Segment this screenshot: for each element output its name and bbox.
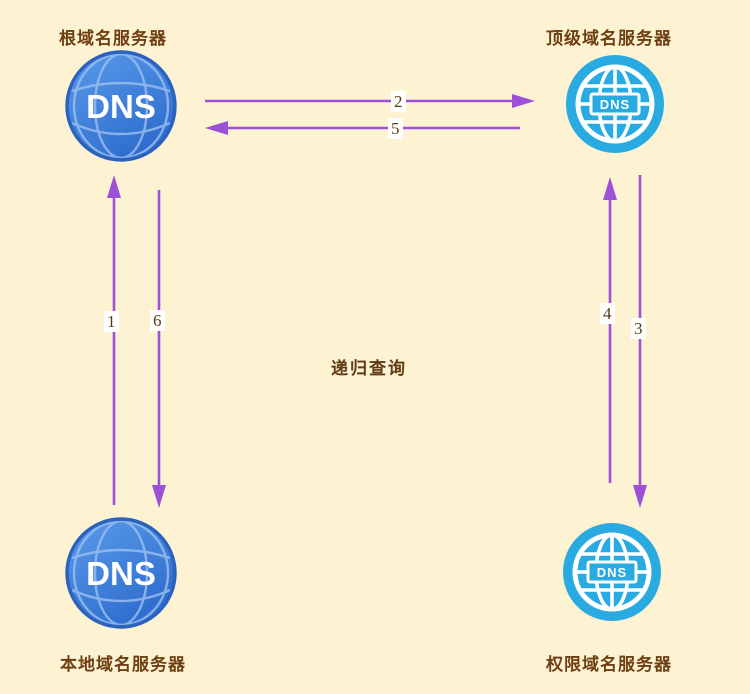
auth-dns-icon-text: DNS: [597, 565, 627, 580]
label-local-dns-server: 本地域名服务器: [60, 655, 186, 674]
label-tld-dns-server: 顶级域名服务器: [546, 29, 672, 48]
root-dns-globe-icon: DNS: [65, 50, 177, 162]
flow-number-2: 2: [391, 91, 406, 112]
flow-number-3: 3: [631, 318, 646, 339]
label-root-dns-server: 根域名服务器: [59, 29, 167, 48]
root-dns-icon-text: DNS: [86, 88, 156, 125]
flow-number-4: 4: [600, 303, 615, 324]
flow-number-6: 6: [150, 310, 165, 331]
diagram-title: 递归查询: [331, 359, 407, 378]
tld-dns-globe-icon: DNS: [566, 55, 664, 153]
flow-number-5: 5: [388, 118, 403, 139]
label-auth-dns-server: 权限域名服务器: [546, 655, 672, 674]
local-dns-icon-text: DNS: [86, 555, 156, 592]
local-dns-globe-icon: DNS: [65, 517, 177, 629]
tld-dns-icon-text: DNS: [600, 97, 630, 112]
auth-dns-globe-icon: DNS: [563, 523, 661, 621]
flow-number-1: 1: [104, 311, 119, 332]
